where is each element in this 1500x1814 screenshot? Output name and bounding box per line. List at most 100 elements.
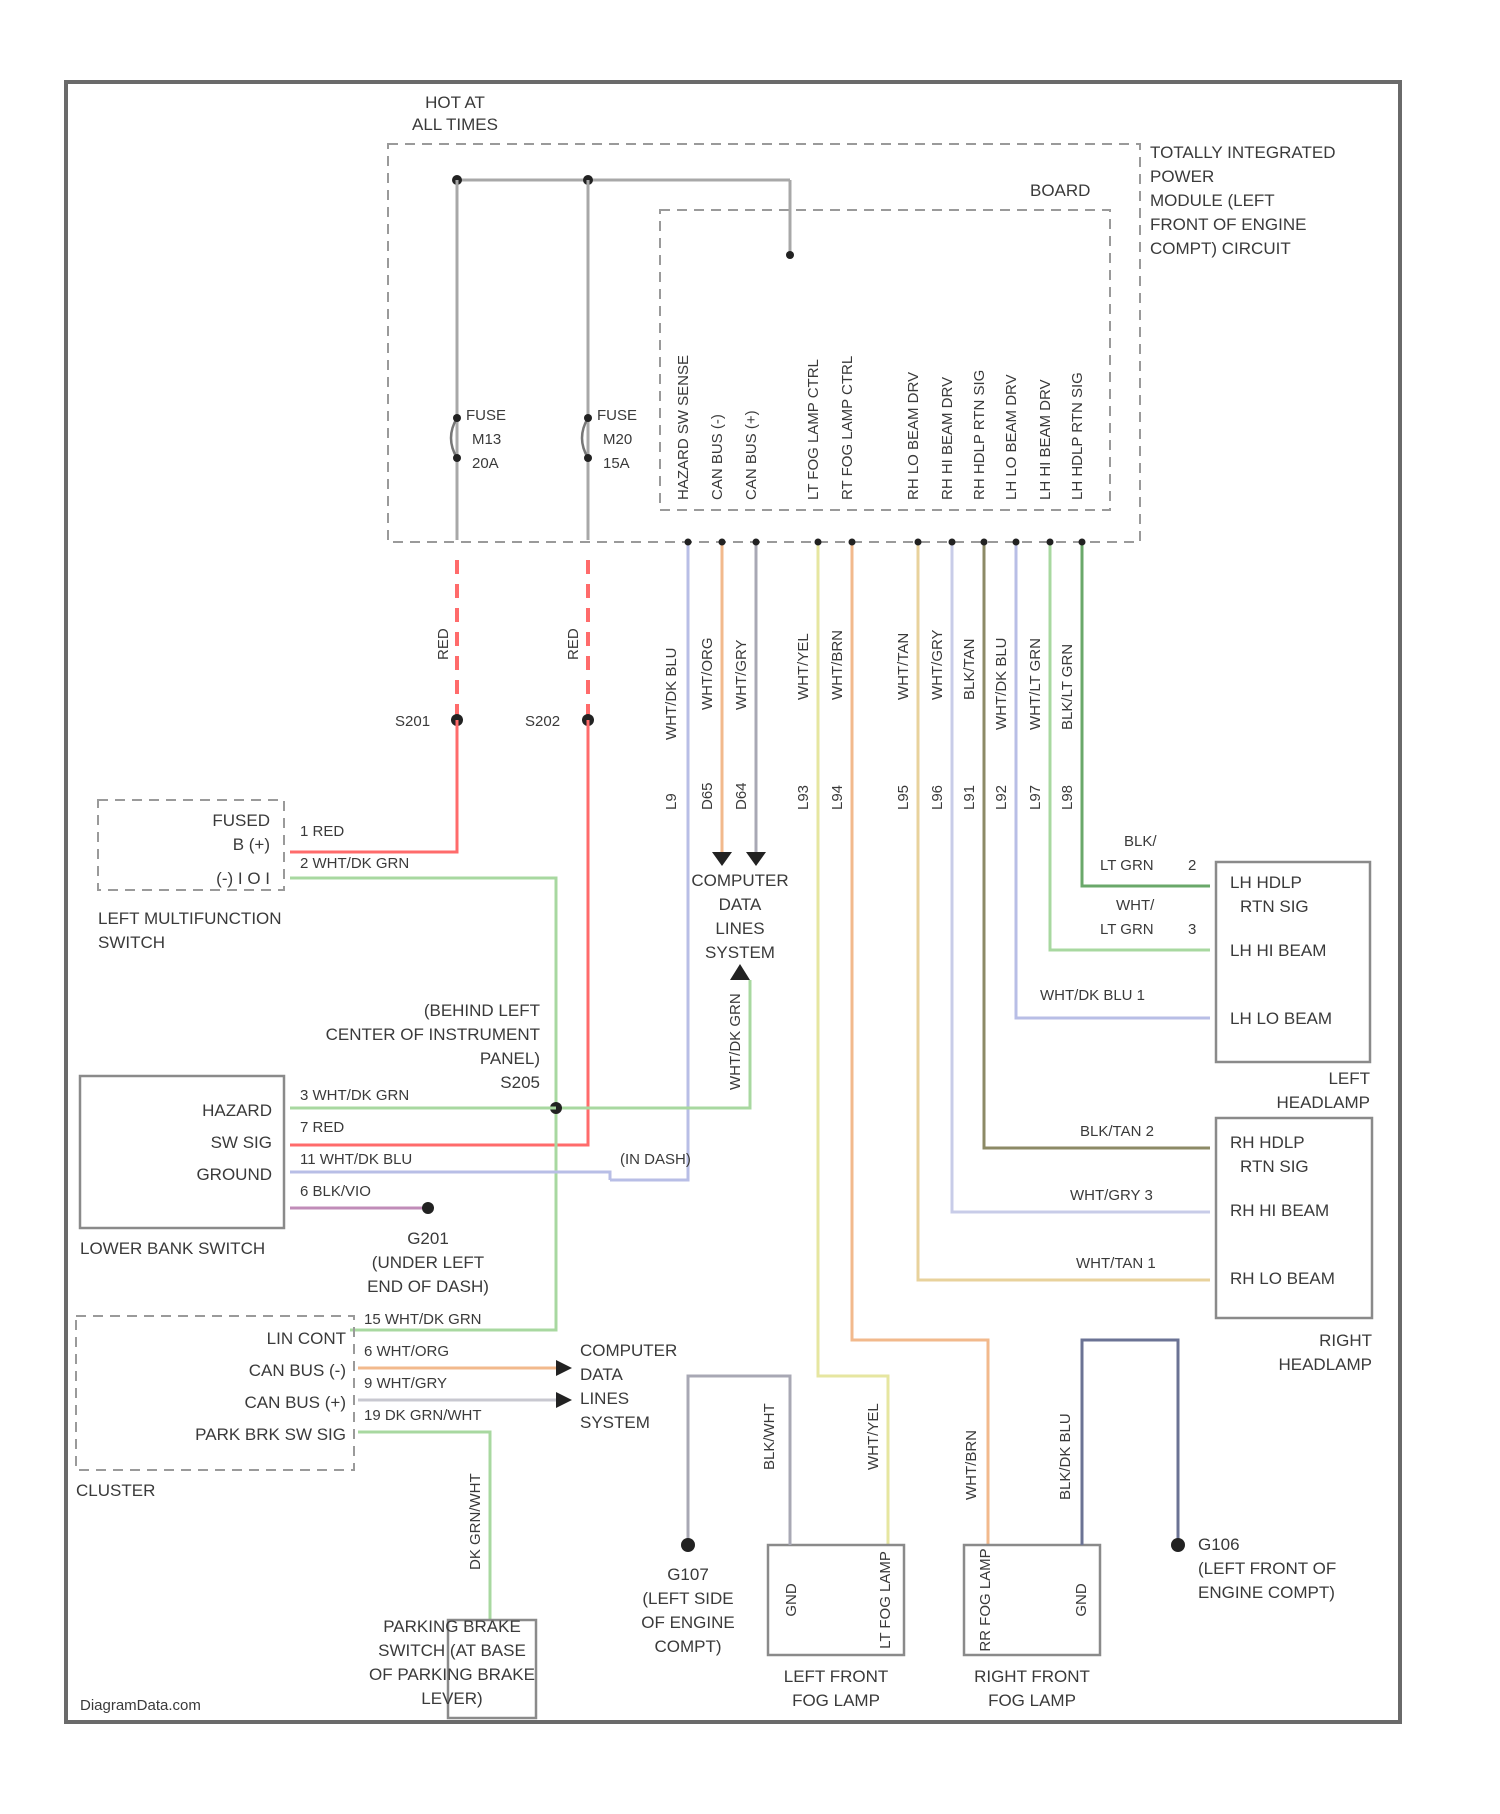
s202-label: S202 [525, 713, 560, 730]
fuse1-label-3: 20A [472, 455, 499, 472]
rh-pin2: RH HI BEAM [1230, 1201, 1329, 1220]
lmf-pin-ioi: (-) I O I [216, 869, 270, 888]
red-to-lower-bank [290, 720, 588, 1145]
arrow-canp [746, 852, 766, 866]
behind-left-2: CENTER OF INSTRUMENT [326, 1025, 540, 1044]
fog-wht-brn: WHT/BRN [963, 1430, 980, 1500]
hot-label-1: HOT AT [425, 93, 485, 112]
pb-title-1: PARKING BRAKE [383, 1617, 521, 1636]
cdl-2-line4: SYSTEM [580, 1413, 650, 1432]
lh-w1-a: BLK/ [1124, 833, 1157, 850]
behind-left-1: (BEHIND LEFT [424, 1001, 540, 1020]
pin-label-hazard: HAZARD SW SENSE [675, 355, 692, 500]
code-10: L98 [1059, 785, 1076, 810]
wire-rf-gnd [1082, 1340, 1178, 1545]
lf-gnd: GND [783, 1583, 800, 1617]
rh-pin1-a: RH HDLP [1230, 1133, 1305, 1152]
rf-title-1: RIGHT FRONT [974, 1667, 1090, 1686]
red-label-2: RED [565, 628, 582, 660]
fuse2-label-1: FUSE [597, 407, 637, 424]
rh-w1: BLK/TAN 2 [1080, 1123, 1154, 1140]
lower-bank-switch-box [80, 1076, 284, 1228]
board-pin-labels: HAZARD SW SENSE CAN BUS (-) CAN BUS (+) … [675, 355, 1086, 500]
fuse2-node-a [584, 414, 592, 422]
cluster-w6: 6 WHT/ORG [364, 1343, 449, 1360]
lh-w2-a: WHT/ [1116, 897, 1155, 914]
lbs-title: LOWER BANK SWITCH [80, 1239, 265, 1258]
tipm-label-3: MODULE (LEFT [1150, 191, 1275, 210]
code-2: D64 [733, 782, 750, 810]
pin-label-lhlo: LH LO BEAM DRV [1003, 374, 1020, 500]
bus-node-3 [786, 251, 794, 259]
lh-w2-c: 3 [1188, 921, 1196, 938]
pb-title-4: LEVER) [421, 1689, 482, 1708]
wl-wht-gry2: WHT/GRY [929, 629, 946, 700]
code-7: L91 [961, 785, 978, 810]
lh-pin1-a: LH HDLP [1230, 873, 1302, 892]
lbs-w3: 3 WHT/DK GRN [300, 1087, 409, 1104]
wl-wht-tan: WHT/TAN [895, 633, 912, 700]
wl-wht-ltgrn: WHT/LT GRN [1027, 638, 1044, 730]
wire-color-labels: WHT/DK BLU WHT/ORG WHT/GRY WHT/YEL WHT/B… [663, 629, 1076, 740]
fuse1-label-2: M13 [472, 431, 501, 448]
wire-lh-lo [1016, 545, 1210, 1018]
lmf-wire-1: 1 RED [300, 823, 344, 840]
board-label: BOARD [1030, 181, 1090, 200]
pin-label-lhhi: LH HI BEAM DRV [1037, 379, 1054, 500]
g107-1: G107 [667, 1565, 709, 1584]
wl-blk-ltgrn: BLK/LT GRN [1059, 644, 1076, 730]
lh-w2-b: LT GRN [1100, 921, 1154, 938]
rh-w3: WHT/TAN 1 [1076, 1255, 1156, 1272]
rf-lamp: RR FOG LAMP [977, 1548, 994, 1651]
g201-label-2: (UNDER LEFT [372, 1253, 484, 1272]
g201-label-1: G201 [407, 1229, 449, 1248]
cdl-2-line3: LINES [580, 1389, 629, 1408]
ground-g107 [681, 1538, 695, 1552]
cluster-w19: 19 DK GRN/WHT [364, 1407, 482, 1424]
hot-label-2: ALL TIMES [412, 115, 498, 134]
wl-wht-yel: WHT/YEL [795, 633, 812, 700]
pin-label-canp: CAN BUS (+) [743, 410, 760, 500]
arrow-cdl-up [730, 964, 750, 980]
fuse2-label-3: 15A [603, 455, 630, 472]
lbs-w6: 6 BLK/VIO [300, 1183, 371, 1200]
pin-label-canm: CAN BUS (-) [709, 414, 726, 500]
lh-pin2: LH HI BEAM [1230, 941, 1326, 960]
lh-w1-c: 2 [1188, 857, 1196, 874]
cdl-2-line2: DATA [580, 1365, 623, 1384]
rh-pin3: RH LO BEAM [1230, 1269, 1335, 1288]
tipm-label-2: POWER [1150, 167, 1214, 186]
wire-code-labels: L9 D65 D64 L93 L94 L95 L96 L91 L92 L97 L… [663, 782, 1076, 810]
g106-2: (LEFT FRONT OF [1198, 1559, 1336, 1578]
lbs-w11: 11 WHT/DK BLU [300, 1151, 412, 1168]
wl-wht-brn: WHT/BRN [829, 630, 846, 700]
behind-left-4: S205 [500, 1073, 540, 1092]
lf-title-1: LEFT FRONT [784, 1667, 889, 1686]
wire-rh-rtn [984, 545, 1210, 1148]
cluster-canm: CAN BUS (-) [249, 1361, 346, 1380]
rh-title-2: HEADLAMP [1278, 1355, 1372, 1374]
lh-title-1: LEFT [1328, 1069, 1370, 1088]
code-3: L93 [795, 785, 812, 810]
code-8: L92 [993, 785, 1010, 810]
cdl-1-line3: LINES [715, 919, 764, 938]
ground-g106 [1171, 1538, 1185, 1552]
s201-label: S201 [395, 713, 430, 730]
lbs-hazard: HAZARD [202, 1101, 272, 1120]
lbs-swsig: SW SIG [211, 1133, 272, 1152]
wire-hazard-green [556, 980, 750, 1108]
pb-title-2: SWITCH (AT BASE [378, 1641, 526, 1660]
wl-wht-org: WHT/ORG [699, 638, 716, 711]
rf-gnd: GND [1073, 1583, 1090, 1617]
watermark: DiagramData.com [80, 1697, 201, 1714]
tipm-label-1: TOTALLY INTEGRATED [1150, 143, 1335, 162]
rf-title-2: FOG LAMP [988, 1691, 1076, 1710]
code-0: L9 [663, 793, 680, 810]
g107-3: OF ENGINE [641, 1613, 735, 1632]
lbs-ground: GROUND [196, 1165, 272, 1184]
pin-label-rhrtn: RH HDLP RTN SIG [971, 370, 988, 500]
wl-wht-dkblu: WHT/DK BLU [993, 637, 1010, 730]
red-label-1: RED [435, 628, 452, 660]
fuse1-label-1: FUSE [466, 407, 506, 424]
